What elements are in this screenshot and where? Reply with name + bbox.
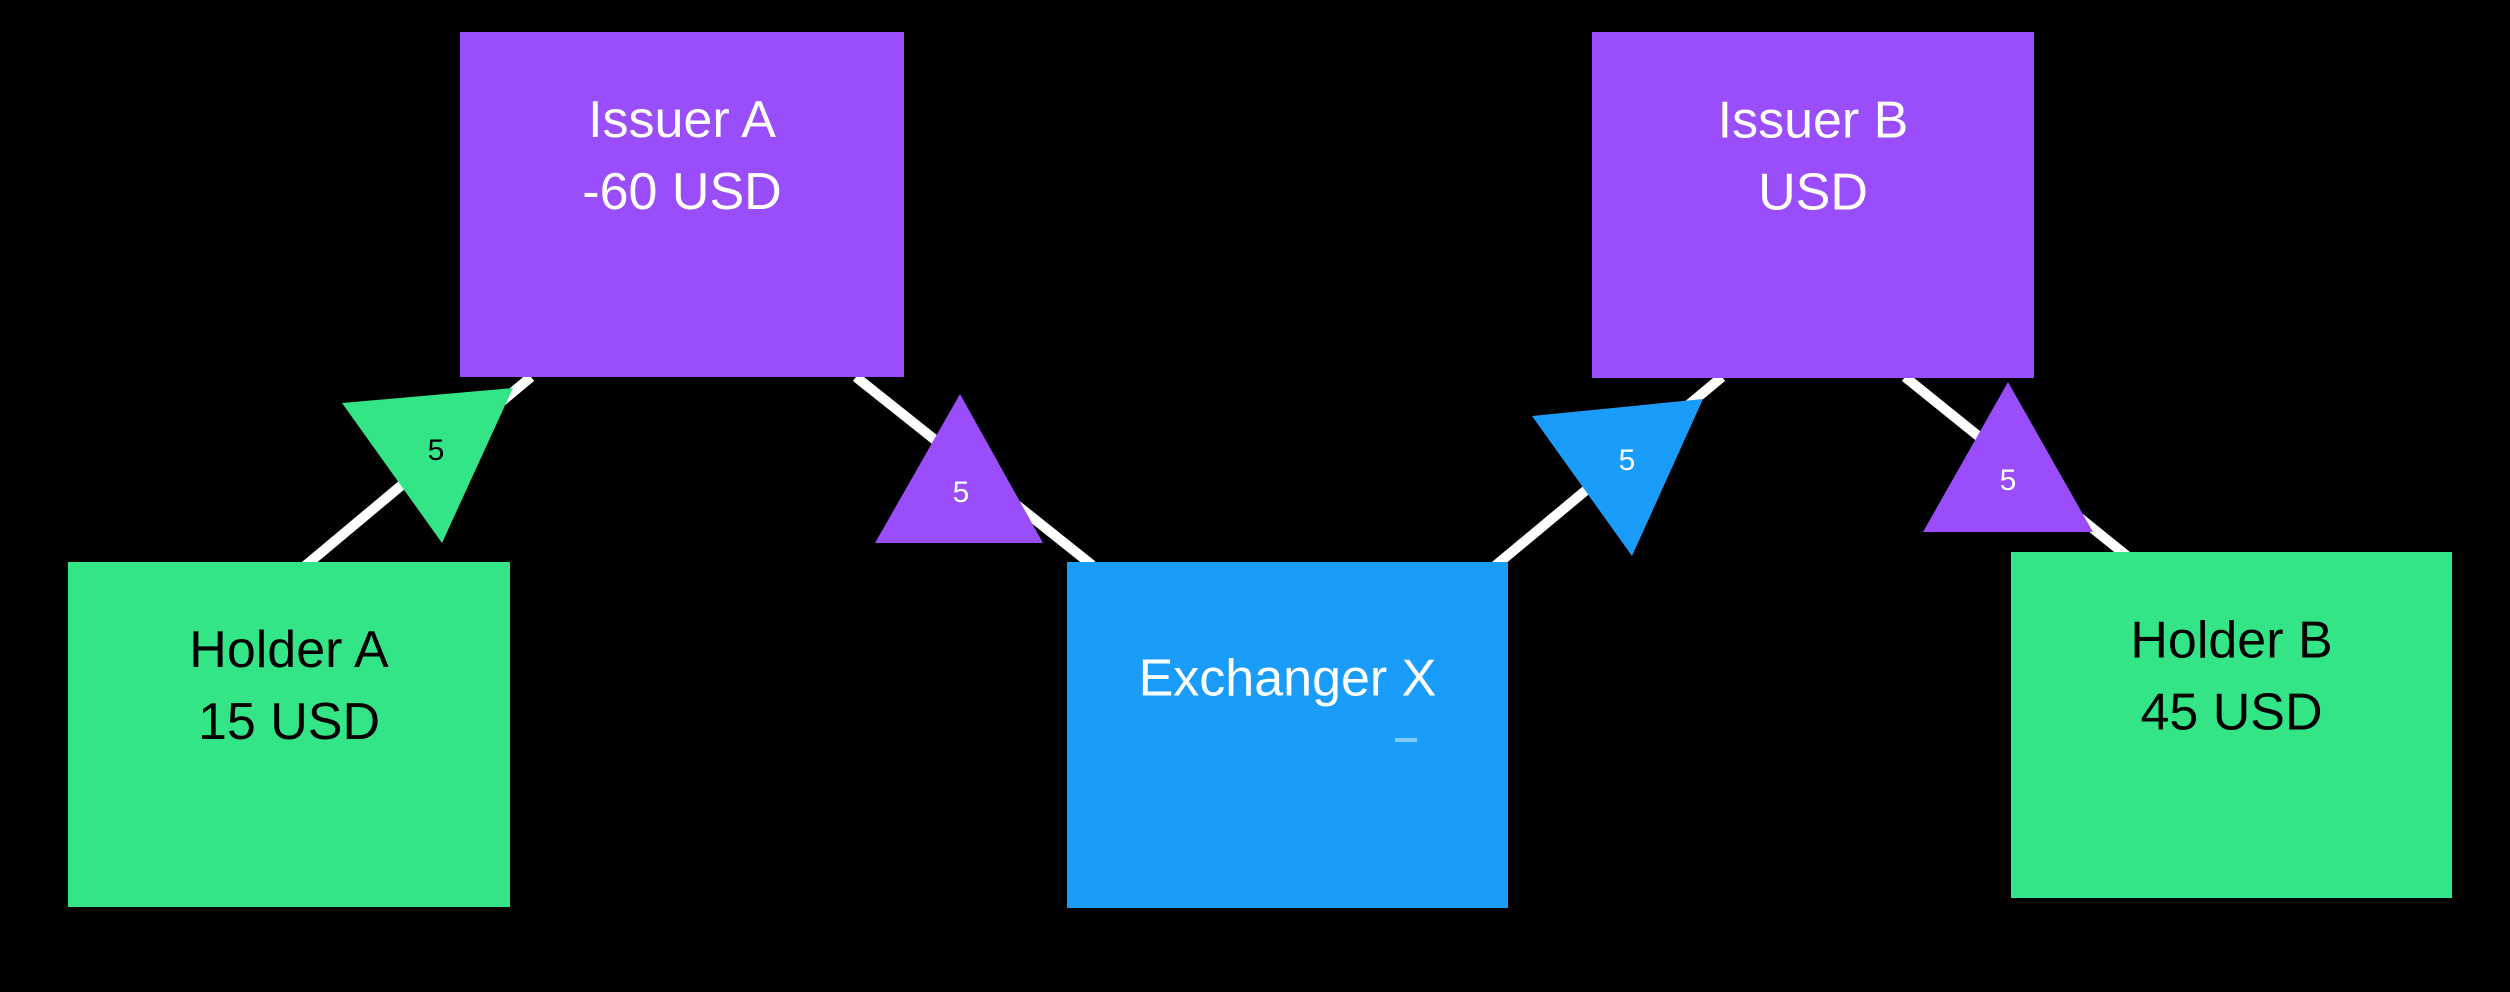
edge-marker-issuer-a-holder-a[interactable]: 5 <box>342 388 513 543</box>
edge-marker-issuer-a-exchanger-x-triangle[interactable] <box>875 394 1043 543</box>
issuer-a-node-rect[interactable] <box>460 32 904 377</box>
holder-b-node-label-line-1: Holder B <box>2130 612 2332 670</box>
issuer-a-node-label-line-1: Issuer A <box>588 91 776 149</box>
markers-layer: 5 5 5 5 <box>342 382 2093 556</box>
holder-a-node-label-line-2: 15 USD <box>198 693 380 751</box>
edge-marker-issuer-b-exchanger-x[interactable]: 5 <box>1532 399 1703 556</box>
holder-a-node[interactable]: Holder A 15 USD <box>68 562 510 907</box>
artifact-layer <box>1395 738 1417 742</box>
holder-a-node-rect[interactable] <box>68 562 510 907</box>
holder-b-node-label-line-2: 45 USD <box>2140 684 2322 742</box>
edge-marker-issuer-a-exchanger-x[interactable]: 5 <box>875 394 1043 543</box>
edge-marker-issuer-a-holder-a-triangle[interactable] <box>342 388 513 543</box>
edge-issuer-b-to-holder-b-weight-label: 5 <box>2000 464 2017 497</box>
holder-b-node-rect[interactable] <box>2011 552 2452 898</box>
issuer-a-node[interactable]: Issuer A -60 USD <box>460 32 904 377</box>
holder-b-node[interactable]: Holder B 45 USD <box>2011 552 2452 898</box>
holder-a-node-label-line-1: Holder A <box>189 621 389 679</box>
edge-issuer-a-to-holder-a-weight-label: 5 <box>428 434 445 467</box>
edge-marker-issuer-b-holder-b-triangle[interactable] <box>1923 382 2093 532</box>
stray-dash-artifact <box>1395 738 1417 742</box>
exchanger-x-node-label-line-1: Exchanger X <box>1139 650 1437 708</box>
edge-marker-issuer-b-exchanger-x-triangle[interactable] <box>1532 399 1703 556</box>
issuer-b-node-rect[interactable] <box>1592 32 2034 378</box>
nodes-layer: Issuer A -60 USD Issuer B USD Holder A 15 USD… <box>68 32 2452 908</box>
issuer-b-node-label-line-1: Issuer B <box>1718 92 1909 150</box>
edge-issuer-b-to-exchanger-x-weight-label: 5 <box>1619 444 1636 477</box>
exchanger-x-node-rect[interactable] <box>1067 562 1508 908</box>
edge-marker-issuer-b-holder-b[interactable]: 5 <box>1923 382 2093 532</box>
edge-issuer-a-to-exchanger-x-weight-label: 5 <box>953 476 970 509</box>
issuer-a-node-label-line-2: -60 USD <box>582 163 781 221</box>
issuer-b-node[interactable]: Issuer B USD <box>1592 32 2034 378</box>
exchanger-x-node[interactable]: Exchanger X <box>1067 562 1508 908</box>
issuer-b-node-label-line-2: USD <box>1758 164 1868 222</box>
